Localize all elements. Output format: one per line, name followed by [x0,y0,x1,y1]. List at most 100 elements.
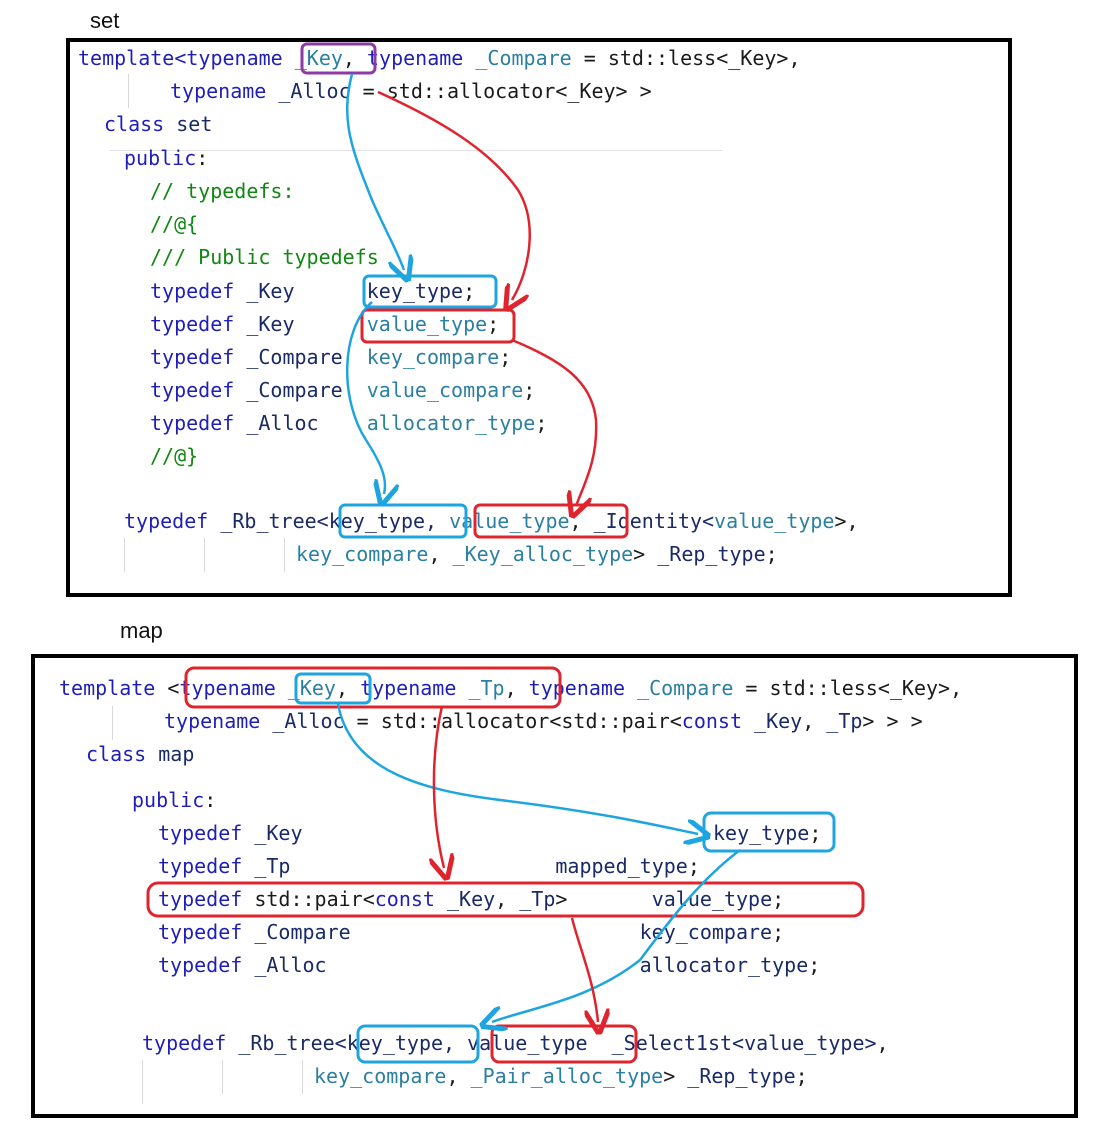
code-token: _Rep_type [657,542,766,566]
code-token: , [876,1031,889,1055]
code-token: typedef [150,378,247,402]
code-token: _Key [246,312,367,336]
map-code-line: typedef _Tp mapped_type; [158,850,700,883]
code-token: _Tp [468,676,505,700]
code-token: typedef [142,1031,239,1055]
code-token: _Alloc [278,79,351,103]
code-token: _Compare [246,378,367,402]
map-code-line: typedef _Rb_tree<key_type, value_type _S… [142,1027,889,1060]
code-token: _Compare [637,676,734,700]
code-token: _Compare [475,46,572,70]
indent-guide [222,1060,223,1094]
code-token: typedef [150,411,247,435]
code-token: template [59,676,168,700]
code-token: typename [170,79,279,103]
code-token: ; [765,542,778,566]
map-code-line: key_type; [713,817,821,850]
code-token: _Key [254,821,303,845]
map-code-line: typedef std::pair<const _Key, _Tp> value… [158,883,784,916]
code-token: set [176,112,213,136]
code-token: , [569,509,594,533]
code-token: ; [808,953,821,977]
set-code-line: key_compare, _Key_alloc_type> _Rep_type; [296,538,778,571]
code-token: typename [164,709,273,733]
code-token: class [104,112,177,136]
code-token: const [681,709,755,733]
code-token [588,1031,612,1055]
code-token: const [374,887,447,911]
code-token: typename [179,676,288,700]
code-token: ; [809,821,822,845]
code-token: , [802,709,827,733]
indent-guide [204,538,205,572]
code-token: typedef [158,920,255,944]
code-token: = std::less<_Key>, [571,46,801,70]
indent-guide [302,1060,303,1094]
code-token: _Alloc [254,953,327,977]
code-token: allocator_type [366,411,536,435]
code-token: typename [528,676,638,700]
map-code-line: typedef _Key [158,817,303,850]
code-token [327,953,640,977]
set-code-line: typename _Alloc = std::allocator<_Key> > [170,75,652,108]
code-token: mapped_type [555,854,688,878]
code-token: _Tp [519,887,556,911]
set-code-line: typedef _Alloc allocator_type; [150,407,547,440]
code-token: _Key [447,887,496,911]
code-token: _Alloc [272,709,345,733]
code-token: allocator_type [639,953,809,977]
code-token: map [158,742,195,766]
code-token: , [504,676,529,700]
indent-guide [112,706,113,740]
map-code-line: template <typename _Key, typename _Tp, t… [59,672,962,705]
code-token: , [495,887,520,911]
code-token [290,854,555,878]
code-token: typedef [150,279,247,303]
code-token: key_compare [639,920,773,944]
code-token: _Rb_tree<key_type, [220,509,450,533]
code-token: key_compare [296,542,429,566]
code-token: typedef [158,821,255,845]
map-code-line: class map [86,738,194,771]
code-token: typedef [150,345,247,369]
code-token: typedef [158,953,255,977]
code-token: _Pair_alloc_type [470,1064,664,1088]
code-token: _Compare [254,920,351,944]
code-token: , [335,676,361,700]
code-token: typedef [150,312,247,336]
code-token: typename [360,676,469,700]
code-token: ; [463,279,476,303]
code-token: ; [499,345,512,369]
code-token: _Tp [254,854,291,878]
code-token: value_type [467,1031,588,1055]
code-token: template<typename [78,46,295,70]
code-token: _Key [294,46,343,70]
code-token: ; [687,854,700,878]
map-code-line: typename _Alloc = std::allocator<std::pa… [164,705,923,738]
set-code-line: //@{ [150,208,198,241]
code-token: std::pair< [254,887,375,911]
indent-guide [128,74,129,108]
code-token: : [204,788,217,812]
code-token: ; [487,312,500,336]
code-token: key_compare [366,345,500,369]
set-code-line: class set [104,108,212,141]
map-code-line: public: [132,784,216,817]
set-code-line: public: [124,142,208,175]
code-token: > [663,1064,688,1088]
map-code-line: typedef _Alloc allocator_type; [158,949,820,982]
code-token: _Select1st<value_type> [611,1031,877,1055]
set-code-line: /// Public typedefs [150,241,379,274]
code-token: class [86,742,159,766]
set-code-line: typedef _Compare value_compare; [150,374,535,407]
map-code-line: typedef _Compare key_compare; [158,916,784,949]
code-token: < [167,676,180,700]
code-token: , [446,1064,471,1088]
code-token: : [196,146,209,170]
code-token: ; [795,1064,808,1088]
set-label: set [90,8,120,33]
code-token: > [555,887,652,911]
set-code-line: typedef _Rb_tree<key_type, value_type, _… [124,505,859,538]
code-token: ; [535,411,548,435]
code-token: _Identity< [593,509,715,533]
